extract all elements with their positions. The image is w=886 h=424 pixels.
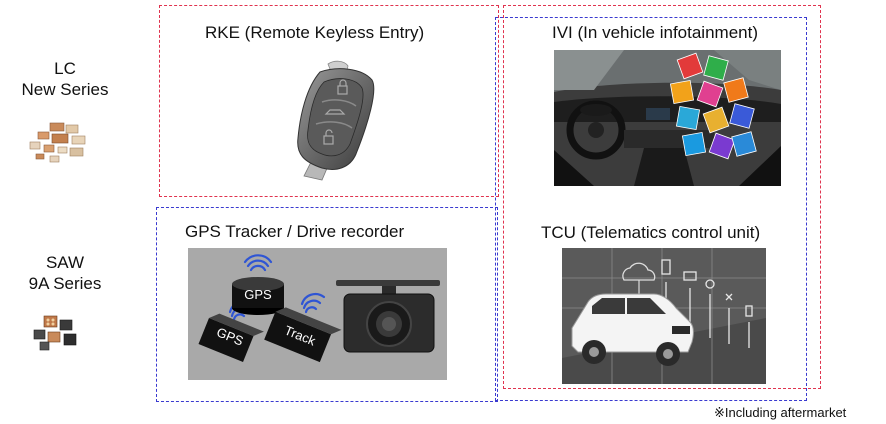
lc-label-line1: LC xyxy=(54,59,76,78)
gps-title: GPS Tracker / Drive recorder xyxy=(185,222,405,241)
gps-puck-label: GPS xyxy=(244,287,272,302)
saw-label-line1: SAW xyxy=(45,253,85,272)
connected-suv-icon xyxy=(562,248,766,384)
saw-series-label: SAW 9A Series xyxy=(10,252,120,294)
rke-title: RKE (Remote Keyless Entry) xyxy=(205,23,425,42)
lc-chip-components-icon xyxy=(22,120,92,165)
wifi-icon xyxy=(228,254,326,322)
car-key-fob-icon xyxy=(282,58,382,183)
tcu-title: TCU (Telematics control unit) xyxy=(541,223,761,242)
gps-tracker-drive-recorder-image: GPS GPS Track xyxy=(188,248,447,380)
car-dashboard-apps-icon xyxy=(554,50,781,186)
saw-chip-components-icon xyxy=(30,314,85,356)
saw-label-line2: 9A Series xyxy=(28,274,102,293)
lc-series-label: LC New Series xyxy=(10,58,120,100)
lc-label-line2: New Series xyxy=(21,80,109,99)
ivi-title: IVI (In vehicle infotainment) xyxy=(552,23,758,42)
footnote: ※Including aftermarket xyxy=(714,405,847,420)
